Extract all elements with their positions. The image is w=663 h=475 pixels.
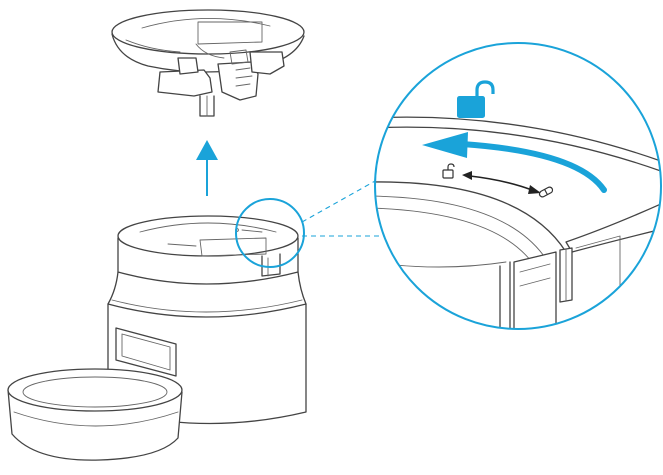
unlock-icon [457,80,495,118]
rotate-left-arrow-icon [422,132,607,193]
detail-highlight-circle [235,198,305,268]
unlock-small-icon [442,163,455,179]
arrow-up-icon [196,140,218,196]
food-bowl [7,368,183,461]
lock-small-icon [538,186,554,198]
magnified-detail [374,42,662,330]
lid-insert-part [111,9,305,117]
magnifier-connector [301,175,385,237]
double-arrow-icon [462,171,541,194]
